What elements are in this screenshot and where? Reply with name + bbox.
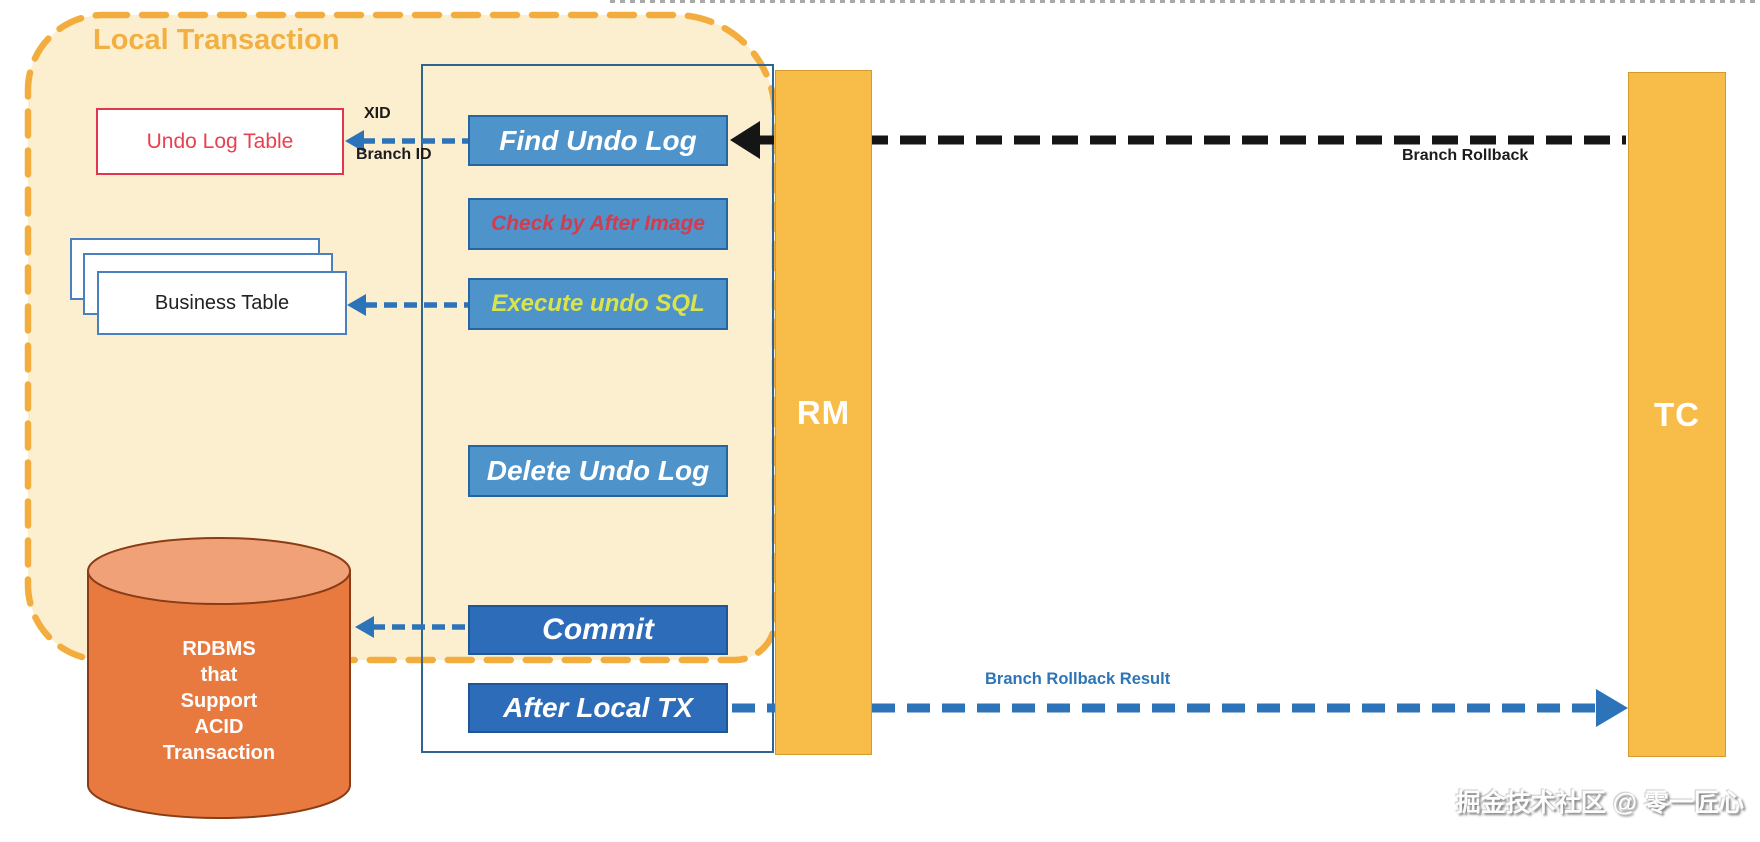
commit-arrow (355, 616, 468, 638)
rdbms-label: RDBMS that Support ACID Transaction (88, 636, 350, 766)
step-check-by-after-image: Check by After Image (468, 198, 728, 250)
step-commit: Commit (468, 605, 728, 655)
step-execute-undo-sql-label: Execute undo SQL (491, 290, 705, 317)
top-edge-dotted-artifact (610, 0, 1760, 3)
local-transaction-title: Local Transaction (93, 24, 340, 56)
step-delete-undo-log-label: Delete Undo Log (486, 455, 710, 486)
tc-label: TC (1654, 395, 1700, 433)
step-commit-label: Commit (542, 613, 654, 646)
branch-rollback-result-arrow (732, 689, 1628, 727)
undo-log-table-label: Undo Log Table (146, 129, 294, 153)
step-find-undo-log: Find Undo Log (468, 115, 728, 166)
branch-rollback-arrow (730, 121, 1626, 159)
xid-branchid-arrow (345, 130, 468, 152)
branch-rollback-label: Branch Rollback (1402, 147, 1529, 164)
rdbms-line: ACID (194, 716, 244, 738)
rdbms-line: RDBMS (182, 638, 256, 660)
undo-log-table-box: Undo Log Table (96, 108, 344, 175)
rdbms-cylinder-icon (87, 537, 351, 819)
execute-undo-sql-arrow (347, 294, 468, 316)
branch-id-label: Branch ID (356, 146, 432, 163)
watermark: 掘金技术社区 @ 零一匠心 (1455, 789, 1744, 817)
rdbms-line: that (200, 664, 238, 686)
tc-lane: TC (1628, 72, 1726, 757)
rdbms-line: Transaction (162, 742, 276, 764)
xid-label: XID (364, 105, 391, 122)
step-find-undo-log-label: Find Undo Log (499, 124, 697, 156)
rm-lane: RM (775, 70, 872, 755)
rdbms-line: Support (180, 690, 258, 712)
step-after-local-tx-label: After Local TX (503, 692, 693, 723)
step-delete-undo-log: Delete Undo Log (468, 445, 728, 497)
branch-process-container (421, 64, 774, 753)
rm-label: RM (796, 393, 851, 431)
step-check-by-after-image-label: Check by After Image (491, 212, 705, 235)
business-table-box: Business Table (97, 271, 347, 335)
step-execute-undo-sql: Execute undo SQL (468, 278, 728, 330)
branch-rollback-result-label: Branch Rollback Result (985, 670, 1171, 688)
business-table-label: Business Table (154, 291, 290, 314)
step-after-local-tx: After Local TX (468, 683, 728, 733)
